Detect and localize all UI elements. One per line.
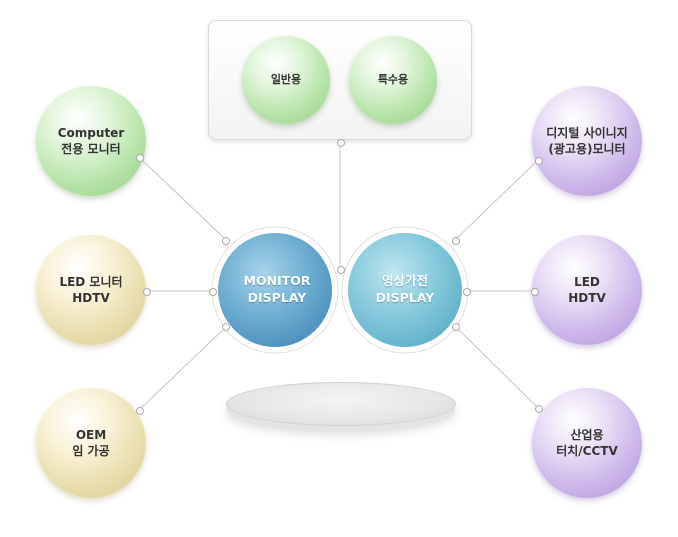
led-hdtv-label: LED HDTV xyxy=(568,275,606,305)
connector-dot xyxy=(136,407,144,415)
connector-dot xyxy=(337,139,345,147)
computer-monitor-label: Computer 전용 모니터 xyxy=(57,126,125,156)
usage-special-label: 특수용 xyxy=(377,73,409,86)
led-hdtv-bubble[interactable]: LED HDTV xyxy=(532,235,642,345)
connector-dot xyxy=(222,323,230,331)
usage-general-label: 일반용 xyxy=(270,73,302,86)
led-monitor-hdtv-bubble[interactable]: LED 모니터 HDTV xyxy=(36,235,146,345)
connector-dot xyxy=(463,288,471,296)
industrial-touch-cctv-bubble[interactable]: 산업용 터치/CCTV xyxy=(532,388,642,498)
usage-special-bubble[interactable]: 특수용 xyxy=(349,36,437,124)
digital-signage-bubble[interactable]: 디지털 사이니지 (광고용)모니터 xyxy=(532,86,642,196)
usage-general-bubble[interactable]: 일반용 xyxy=(242,36,330,124)
industrial-touch-cctv-label: 산업용 터치/CCTV xyxy=(556,428,618,458)
connector-dot xyxy=(535,405,543,413)
connector-dot xyxy=(136,154,144,162)
connector-dot xyxy=(452,323,460,331)
connector-dot xyxy=(222,237,230,245)
pedestal xyxy=(226,382,456,426)
oem-label: OEM 임 가공 xyxy=(72,428,110,458)
appliance-display-label: 영상가전 DISPLAY xyxy=(375,273,435,305)
connector-dot xyxy=(143,288,151,296)
connector-dot xyxy=(535,157,543,165)
oem-bubble[interactable]: OEM 임 가공 xyxy=(36,388,146,498)
connector-dot xyxy=(209,288,217,296)
monitor-display-label: MONITOR DISPLAY xyxy=(243,273,311,305)
digital-signage-label: 디지털 사이니지 (광고용)모니터 xyxy=(546,126,628,156)
computer-monitor-bubble[interactable]: Computer 전용 모니터 xyxy=(36,86,146,196)
led-monitor-hdtv-label: LED 모니터 HDTV xyxy=(59,275,123,305)
connector-dot xyxy=(452,237,460,245)
connector-dot xyxy=(531,288,539,296)
connector-dot xyxy=(337,266,345,274)
